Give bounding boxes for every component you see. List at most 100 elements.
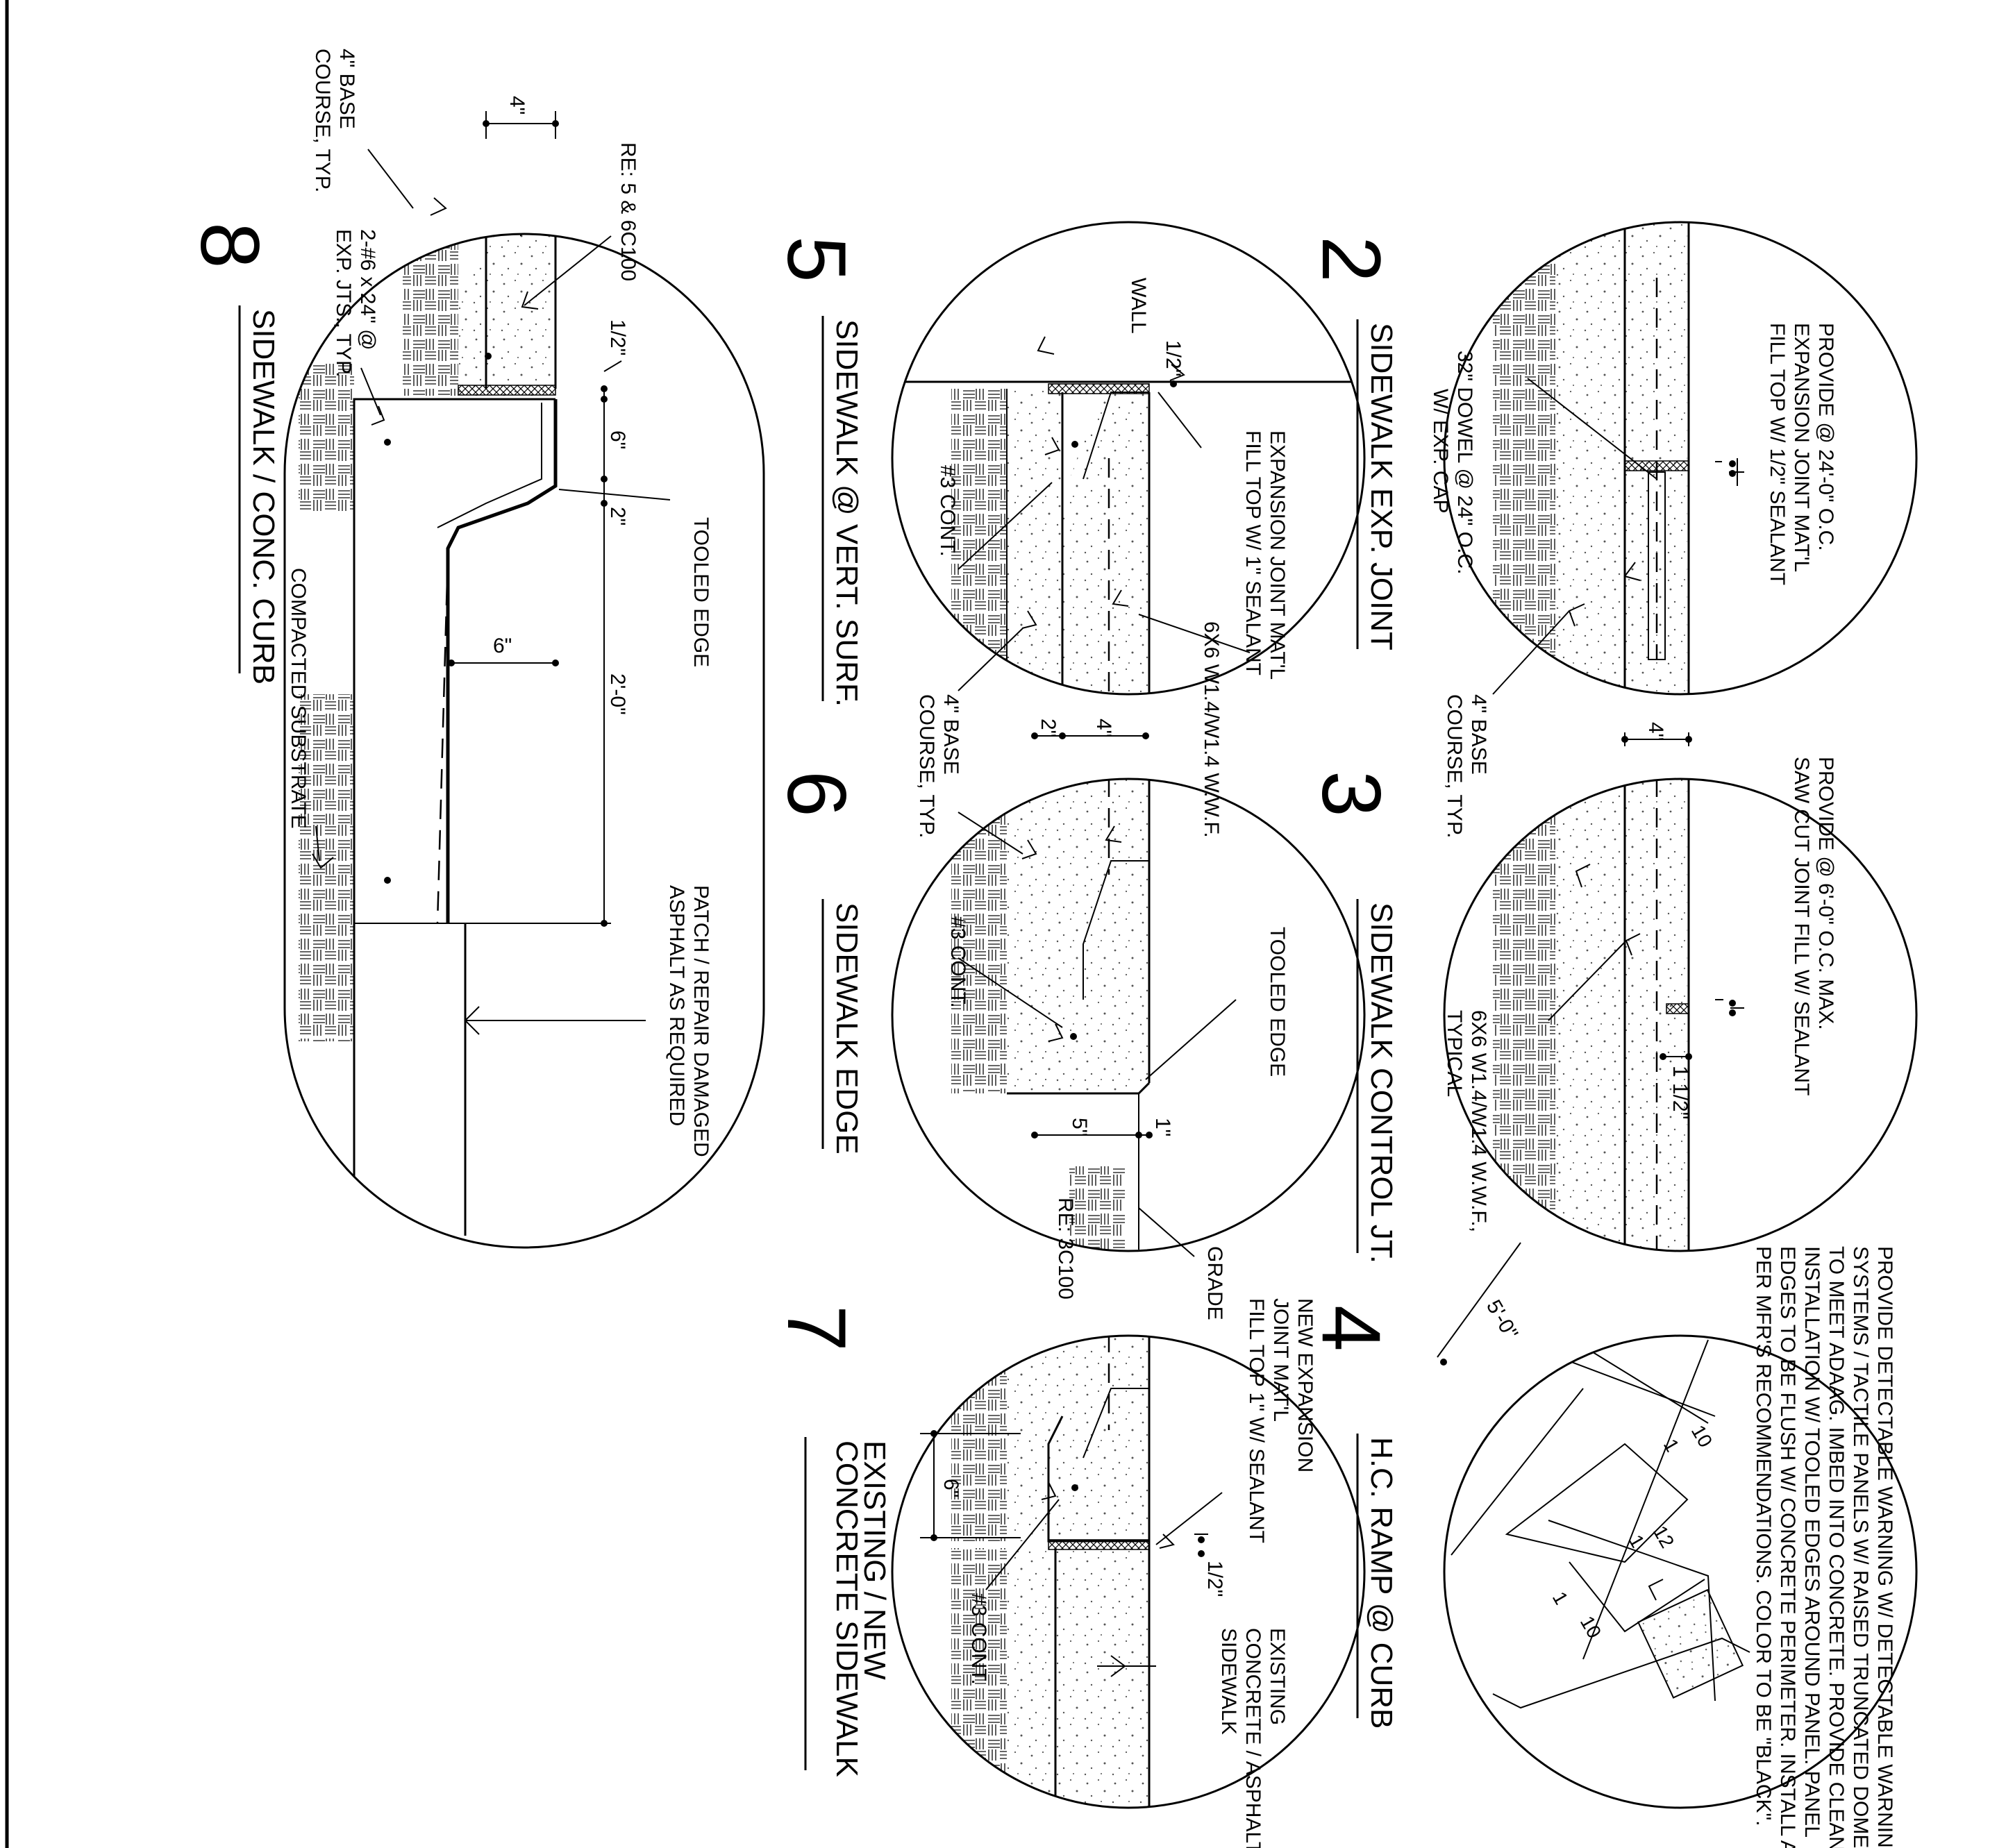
detail-8-ref: RE: 5 & 6C100 xyxy=(617,142,640,281)
detail-4-slope-1: 10 xyxy=(1687,1422,1716,1451)
detail-6-title: SIDEWALK EDGE xyxy=(830,902,864,1154)
detail-5-dim-4: 4" xyxy=(1092,719,1115,737)
detail-4-slope-2: 1 xyxy=(1660,1436,1684,1456)
detail-6-text: TOOLED EDGE #3 CONT. GRADE RE: 3C100 5" … xyxy=(770,771,1289,1320)
detail-3-sidewalk-control-jt xyxy=(1443,778,1918,1252)
detail-4-text: PROVIDE DETECTABLE WARNING W/ DETECTABLE… xyxy=(1305,1246,1896,1848)
detail-2-note-1: PROVIDE @ 24'-0" O.C. xyxy=(1814,323,1837,551)
detail-5-number: 5 xyxy=(770,236,863,283)
detail-5-base-1: 4" BASE xyxy=(939,694,962,775)
detail-4-note-3: TO MEET ADAAG. IMBED INTO CONCRETE. PROV… xyxy=(1825,1246,1848,1848)
detail-7-existing-1: EXISTING xyxy=(1266,1628,1289,1725)
detail-7-existing-new-sidewalk xyxy=(891,1334,1366,1809)
detail-2-dowel-2: W/ EXP. CAP xyxy=(1429,389,1452,514)
detail-4-dim: 5'-0" xyxy=(1482,1296,1522,1343)
detail-4-number: 4 xyxy=(1305,1305,1398,1352)
detail-2-note-3: FILL TOP W/ 1/2" SEALANT xyxy=(1766,323,1789,585)
detail-8-patch-2: ASPHALT AS REQUIRED xyxy=(665,885,688,1126)
detail-7-joint-2: JOINT MAT'L xyxy=(1269,1298,1292,1422)
detail-5-joint-2: FILL TOP W/ 1" SEALANT xyxy=(1242,430,1264,675)
detail-8-number: 8 xyxy=(183,222,276,269)
detail-4-slope-6: 10 xyxy=(1576,1613,1605,1642)
detail-2-bubble xyxy=(1443,221,1918,696)
detail-8-base-1: 4" BASE xyxy=(335,49,358,129)
detail-8-sidewalk-conc-curb xyxy=(283,111,765,1249)
detail-8-title: SIDEWALK / CONC. CURB xyxy=(246,309,281,684)
detail-3-bubble xyxy=(1443,778,1918,1252)
detail-4-note-2: SYSTEMS / TACTILE PANELS W/ RAISED TRUNC… xyxy=(1849,1246,1872,1848)
detail-2-dim: 4" xyxy=(1644,722,1667,741)
detail-4-note-1: PROVIDE DETECTABLE WARNING W/ DETECTABLE… xyxy=(1873,1246,1896,1848)
detail-8-substrate: COMPACTED SUBSTRATE xyxy=(287,568,310,829)
detail-7-joint-1: NEW EXPANSION xyxy=(1294,1298,1317,1472)
detail-3-title: SIDEWALK CONTROL JT. xyxy=(1364,902,1398,1263)
detail-8-dowel-1: 2-#6 x 24" @ xyxy=(356,229,379,351)
detail-3-mesh-1: 6X6 W1.4/W1.4 W.W.F., xyxy=(1467,1010,1490,1232)
detail-5-joint-1: EXPANSION JOINT MAT'L xyxy=(1266,430,1289,680)
detail-8-dim-2: 2" xyxy=(606,507,629,526)
detail-6-number: 6 xyxy=(770,771,863,817)
detail-7-bar: #3 CONT. xyxy=(967,1593,990,1685)
detail-6-dim-5: 5" xyxy=(1068,1118,1091,1136)
detail-4-note-5: EDGES TO BE FLUSH W/ CONCRETE PERIMETER.… xyxy=(1776,1246,1799,1848)
detail-2-number: 2 xyxy=(1305,236,1398,283)
detail-2-text: PROVIDE @ 24'-0" O.C. EXPANSION JOINT MA… xyxy=(1305,236,1837,838)
detail-8-patch-1: PATCH / REPAIR DAMAGED xyxy=(689,885,712,1157)
detail-7-existing-2: CONCRETE / ASPHALT xyxy=(1242,1628,1264,1848)
detail-4-note-4: INSTALLATION W/ TOOLED EDGES AROUND PANE… xyxy=(1800,1246,1823,1838)
detail-2-title: SIDEWALK EXP. JOINT xyxy=(1364,323,1398,650)
detail-2-dowel-1: 32" DOWEL @ 24" O.C. xyxy=(1453,351,1476,574)
detail-8-base-2: COURSE, TYP. xyxy=(311,49,334,192)
detail-4-slope-3: 12 xyxy=(1649,1522,1678,1552)
detail-6-grade: GRADE xyxy=(1203,1246,1226,1320)
detail-8-dim-6a: 6" xyxy=(606,430,629,449)
detail-7-title-1: EXISTING / NEW xyxy=(858,1440,892,1680)
detail-4-slope-5: 1 xyxy=(1548,1588,1573,1608)
detail-6-bar: #3 CONT. xyxy=(946,916,969,1008)
detail-6-sidewalk-edge xyxy=(891,778,1366,1257)
detail-7-dim-6: 6" xyxy=(939,1479,962,1497)
detail-5-dim-half: 1/2" xyxy=(1162,340,1185,376)
detail-5-bar: #3 CONT. xyxy=(936,465,959,557)
detail-2-sidewalk-exp-joint xyxy=(1443,221,1918,746)
detail-8-text: 4" BASE COURSE, TYP. RE: 5 & 6C100 2-#6 … xyxy=(183,49,712,1157)
detail-3-dim: 1 1/2" xyxy=(1669,1066,1691,1119)
detail-5-bubble xyxy=(891,221,1366,696)
detail-5-wall: WALL xyxy=(1127,278,1150,334)
detail-7-number: 7 xyxy=(770,1305,863,1352)
detail-5-sidewalk-vert-surf xyxy=(891,221,1366,739)
detail-2-base-2: COURSE, TYP. xyxy=(1443,694,1466,838)
detail-8-dim-6b: 6" xyxy=(493,635,512,657)
detail-8-dim-4: 4" xyxy=(505,96,528,115)
detail-8-bubble xyxy=(283,233,765,1249)
detail-6-tooled: TOOLED EDGE xyxy=(1266,927,1289,1077)
detail-8-dim-2ft: 2'-0" xyxy=(606,673,629,715)
detail-5-dim-2: 2" xyxy=(1037,719,1060,737)
detail-8-tooled: TOOLED EDGE xyxy=(689,517,712,667)
detail-4-title: H.C. RAMP @ CURB xyxy=(1364,1437,1398,1729)
detail-8-dim-half: 1/2" xyxy=(606,319,629,355)
detail-5-mesh: 6X6 W1.4/W1.4 W.W.F. xyxy=(1200,621,1223,838)
detail-7-joint-3: FILL TOP 1" W/ SEALANT xyxy=(1245,1298,1268,1543)
detail-7-dim-half: 1/2" xyxy=(1203,1561,1226,1597)
detail-3-note-2: SAW CUT JOINT FILL W/ SEALANT xyxy=(1790,757,1813,1095)
detail-7-title-2: CONCRETE SIDEWALK xyxy=(830,1440,864,1777)
detail-2-note-2: EXPANSION JOINT MAT'L xyxy=(1790,323,1813,572)
detail-3-number: 3 xyxy=(1305,771,1398,817)
detail-7-existing-3: SIDEWALK xyxy=(1217,1628,1240,1735)
detail-6-ref: RE: 3C100 xyxy=(1054,1198,1077,1300)
detail-6-bubble xyxy=(891,778,1366,1252)
detail-2-base-1: 4" BASE xyxy=(1467,694,1490,775)
detail-3-mesh-2: TYPICAL xyxy=(1443,1010,1466,1097)
detail-4-hc-ramp xyxy=(1437,1242,1918,1809)
detail-6-dim-1: 1" xyxy=(1151,1118,1174,1136)
detail-3-text: PROVIDE @ 6'-0" O.C. MAX. SAW CUT JOINT … xyxy=(1305,757,1837,1263)
detail-4-note-6: PER MFR'S RECOMMENDATIONS. COLOR TO BE "… xyxy=(1752,1246,1775,1826)
detail-5-base-2: COURSE, TYP. xyxy=(915,694,938,838)
detail-5-text: WALL EXPANSION JOINT MAT'L FILL TOP W/ 1… xyxy=(770,236,1289,838)
detail-7-text: NEW EXPANSION JOINT MAT'L FILL TOP 1" W/… xyxy=(770,1298,1317,1848)
detail-8-dowel-2: EXP. JTS., TYP. xyxy=(332,229,355,377)
detail-3-note-1: PROVIDE @ 6'-0" O.C. MAX. xyxy=(1814,757,1837,1030)
detail-5-title: SIDEWALK @ VERT. SURF. xyxy=(830,319,864,707)
